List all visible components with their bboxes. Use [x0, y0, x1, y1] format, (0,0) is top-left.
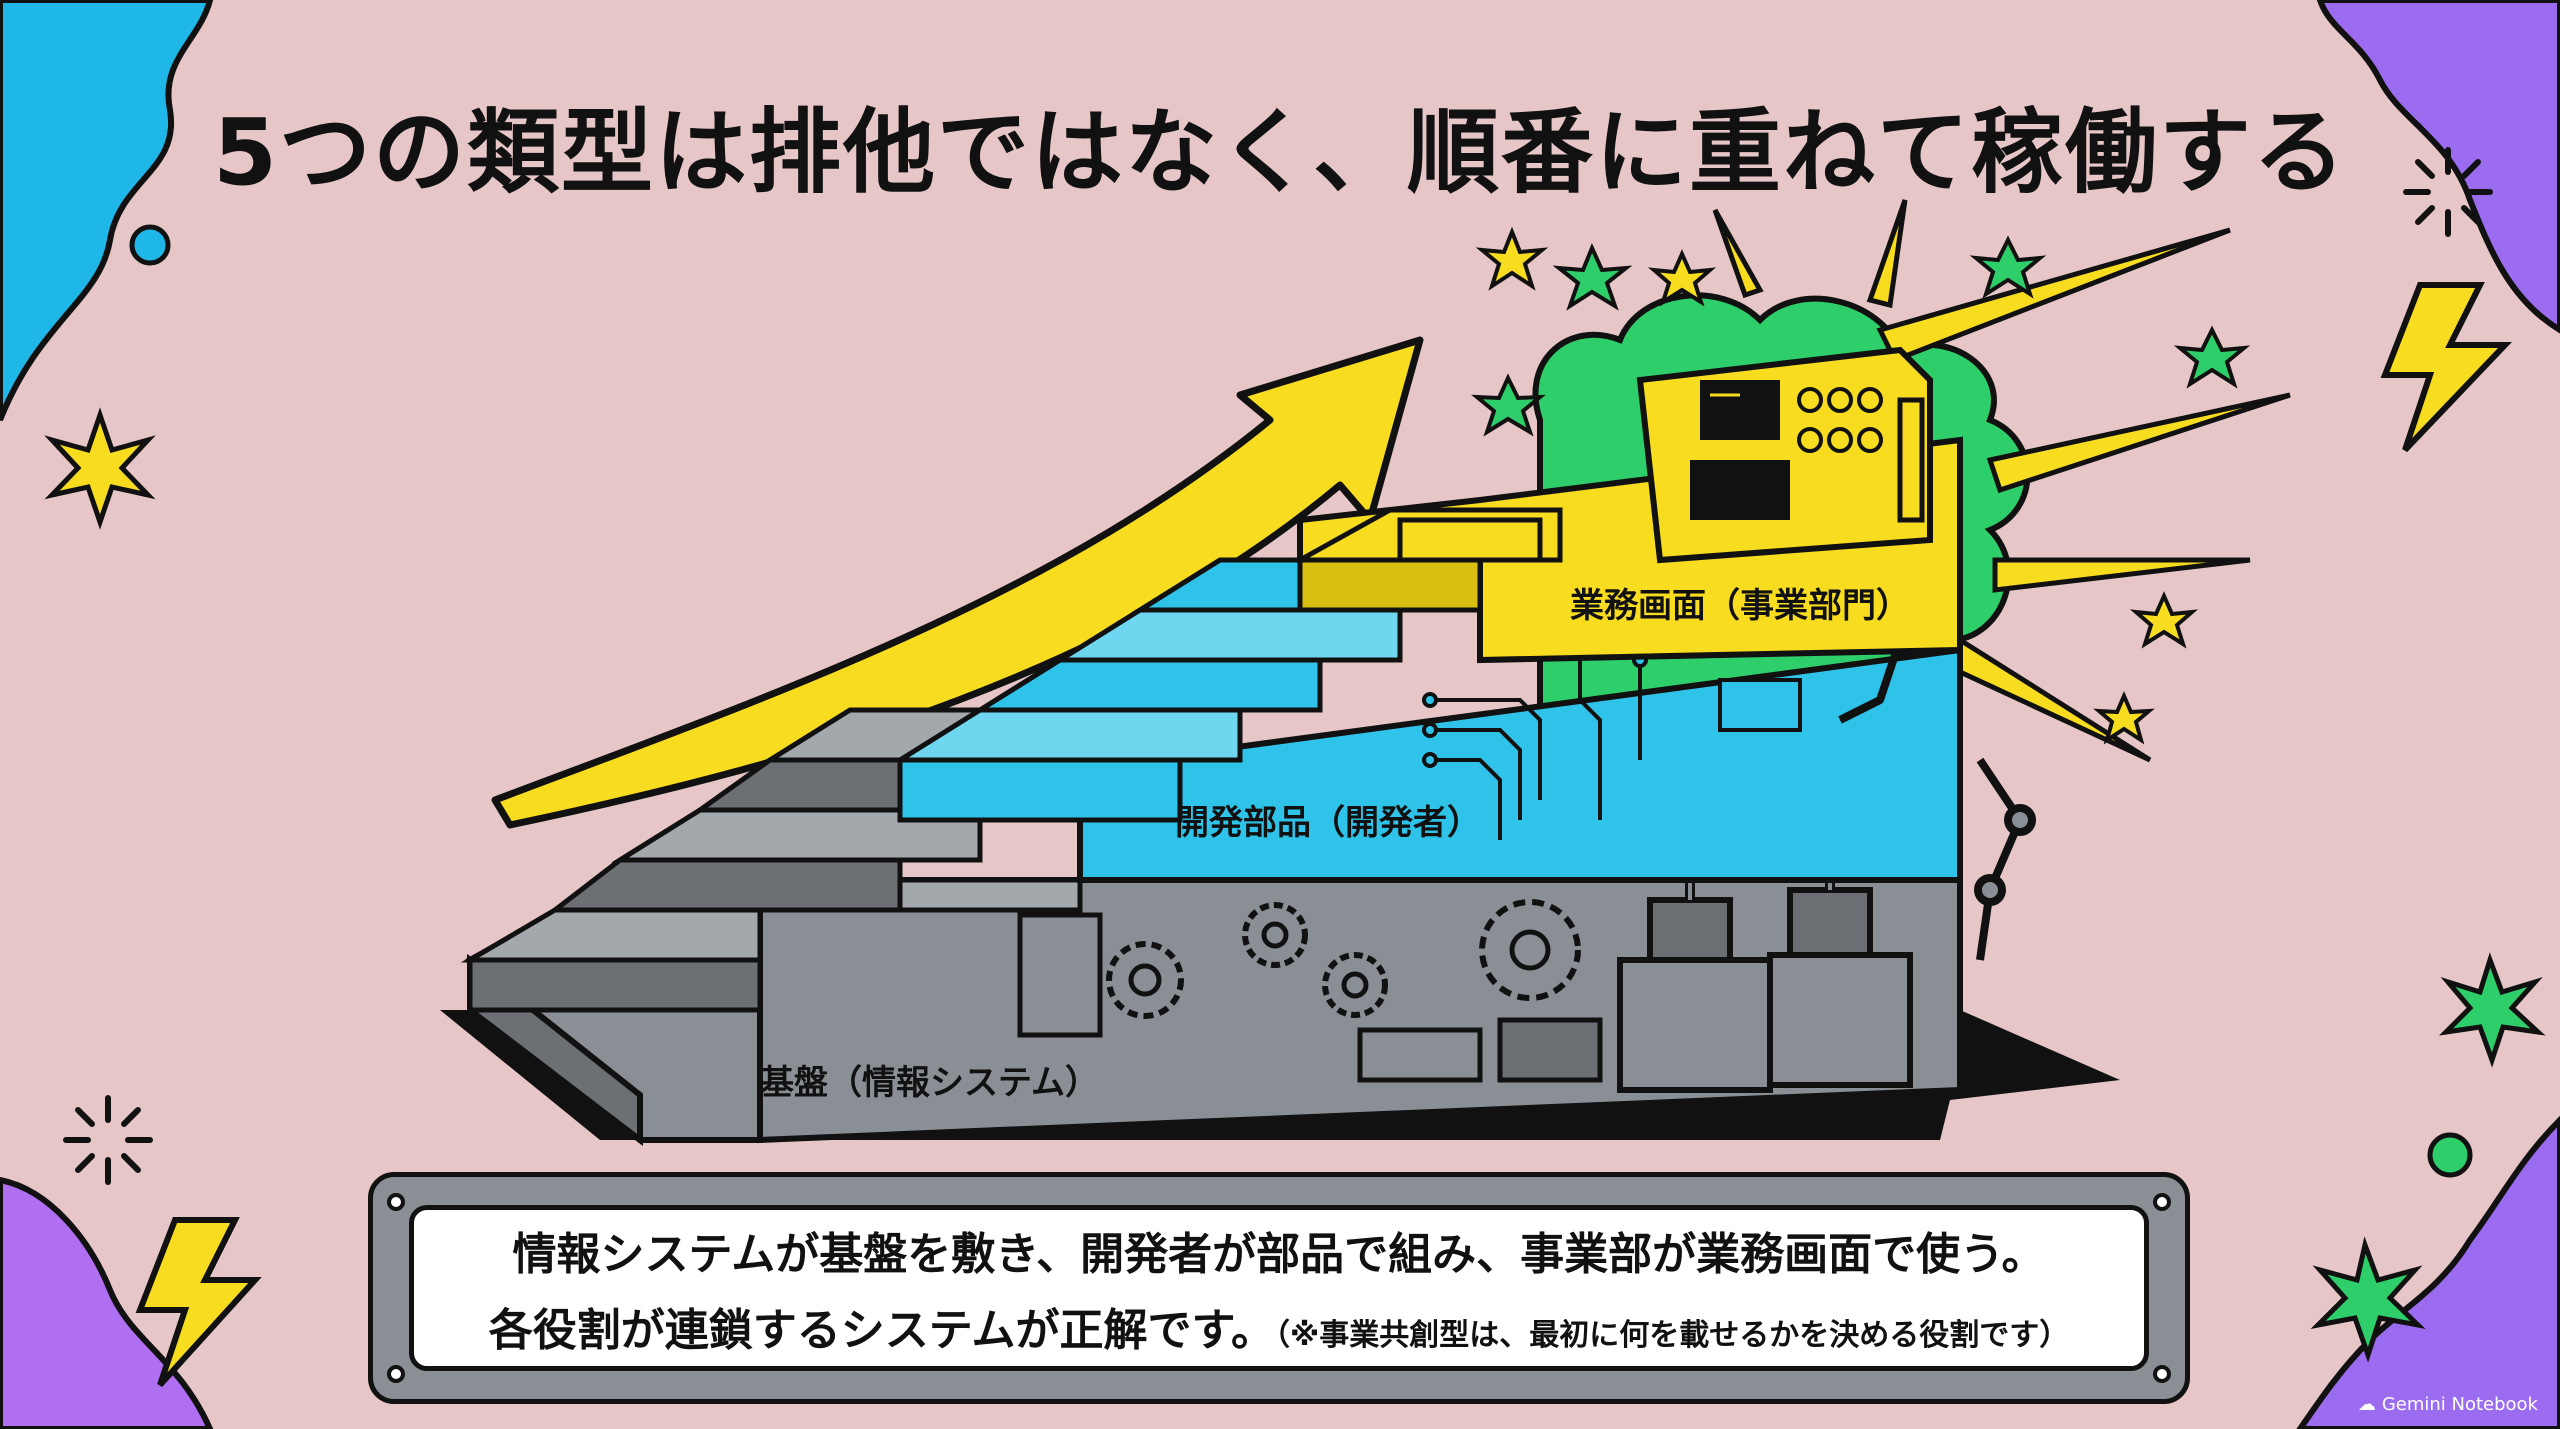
star-cluster	[1471, 226, 2251, 745]
lightning-icon	[2380, 282, 2512, 453]
caption-line-2-main: 各役割が連鎖するシステムが正解です。	[488, 1305, 1276, 1356]
rivet	[387, 1365, 405, 1383]
layer-label-middle: 開発部品（開発者）	[1175, 803, 1481, 843]
page-title: 5つの類型は排他ではなく、順番に重ねて稼働する	[212, 99, 2347, 206]
watermark-text: Gemini Notebook	[2381, 1394, 2538, 1415]
star-icon	[2310, 1236, 2426, 1363]
rivet	[387, 1193, 405, 1211]
caption-inner: 情報システムが基盤を敷き、開発者が部品で組み、事業部が業務画面で使う。 各役割が…	[409, 1205, 2149, 1371]
caption-line-1: 情報システムが基盤を敷き、開発者が部品で組み、事業部が業務画面で使う。	[512, 1229, 2046, 1280]
corner-blob-bottom-left	[0, 1176, 214, 1429]
burst-icon	[2403, 147, 2493, 237]
burst-rays	[1712, 199, 2291, 763]
burst-icon	[63, 1095, 153, 1185]
control-panel-icon	[1397, 346, 1933, 564]
base-layer	[460, 707, 1963, 1147]
watermark: ☁ Gemini Notebook	[2358, 1394, 2538, 1415]
caption-note: （※事業共創型は、最初に何を載せるかを決める役割です）	[1275, 1318, 2070, 1353]
gear-icon	[1479, 899, 1581, 1001]
rivet	[2153, 1193, 2171, 1211]
star-icon	[2438, 952, 2546, 1068]
gear-icon	[1322, 952, 1388, 1018]
caption-line-2: 各役割が連鎖するシステムが正解です。（※事業共創型は、最初に何を載せるかを決める…	[489, 1294, 2069, 1358]
gear-icon	[1242, 902, 1308, 968]
star-icon	[44, 407, 156, 530]
caption-panel: 情報システムが基盤を敷き、開発者が部品で組み、事業部が業務画面で使う。 各役割が…	[368, 1172, 2190, 1404]
gemini-logo-icon: ☁	[2357, 1394, 2376, 1415]
dot-top-left	[129, 224, 171, 266]
gear-icon	[1106, 941, 1184, 1019]
rivet	[2153, 1365, 2171, 1383]
dot-bottom-right	[2427, 1132, 2473, 1178]
top-layer	[1290, 346, 1963, 664]
lightning-icon	[135, 1217, 262, 1388]
layer-label-top: 業務画面（事業部門）	[1570, 586, 1910, 626]
layer-label-base: 基盤（情報システム）	[760, 1063, 1099, 1103]
corner-blob-top-left	[0, 0, 214, 422]
corner-blob-top-right	[2316, 0, 2560, 334]
